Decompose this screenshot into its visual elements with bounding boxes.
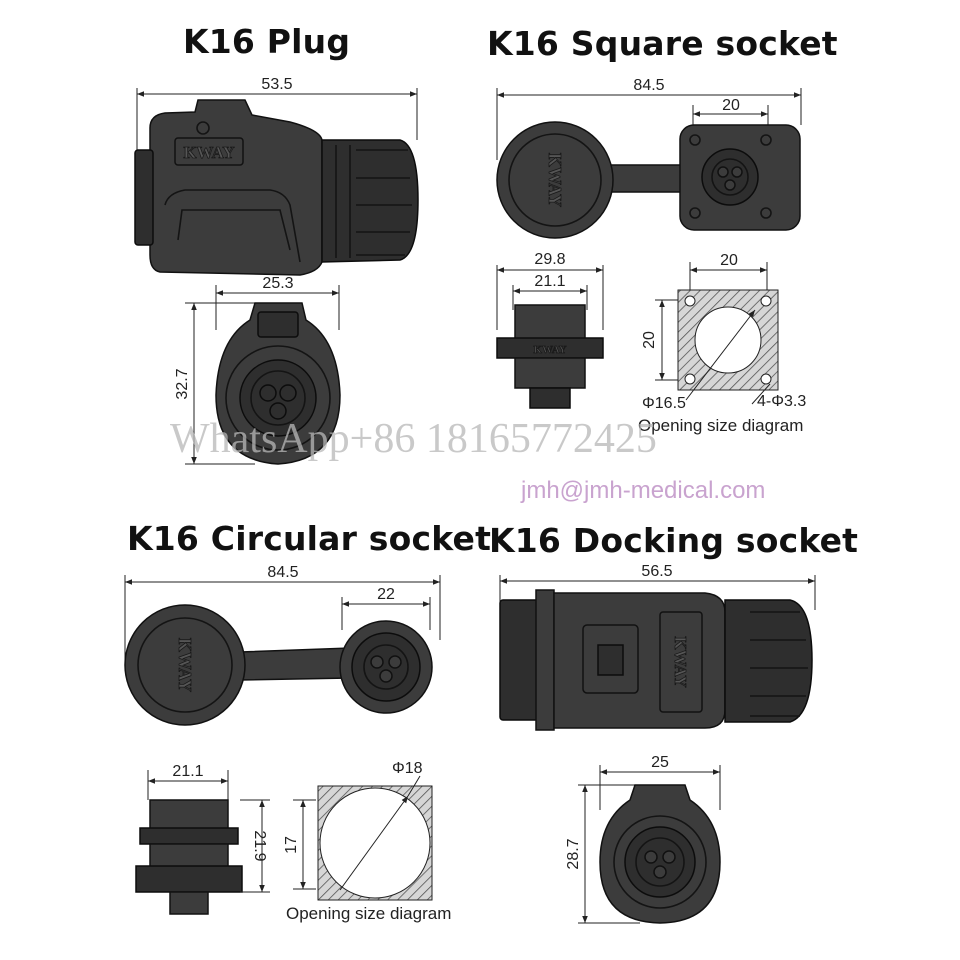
- square-side-width-dim: 29.8: [534, 251, 565, 268]
- circular-socket-side-view: 21.1 21.9: [135, 763, 270, 915]
- title-circular-socket: K16 Circular socket: [127, 519, 492, 558]
- docking-logo-text: KWAY: [671, 636, 690, 687]
- square-flange-dim: 20: [722, 97, 740, 114]
- email-text: jmh@jmh-medical.com: [520, 477, 765, 504]
- docking-height-dim: 28.7: [565, 838, 582, 869]
- square-side-logo: KWAY: [533, 344, 566, 356]
- circular-opening-caption: Opening size diagram: [286, 904, 451, 923]
- circular-flange-dim: 22: [377, 586, 395, 603]
- square-cap-logo: KWAY: [545, 153, 565, 207]
- square-length-dim: 84.5: [633, 77, 664, 94]
- square-side-inner-dim: 21.1: [534, 273, 565, 290]
- circular-opening-diagram: 17 Φ18 Opening size diagram: [283, 760, 451, 923]
- plug-logo-text: KWAY: [183, 143, 234, 162]
- square-hole-dia-dim: Φ16.5: [642, 395, 686, 412]
- plug-front-view: 25.3 32.7: [174, 275, 341, 465]
- plug-height-dim: 32.7: [174, 368, 191, 399]
- circular-hole-dia-dim: Φ18: [392, 760, 423, 777]
- square-opening-diagram: 20 20 Φ16.5 4-Φ3.3 Opening size diagram: [638, 252, 806, 435]
- title-plug: K16 Plug: [183, 22, 351, 61]
- circular-side-width-dim: 21.1: [172, 763, 203, 780]
- square-opening-caption: Opening size diagram: [638, 416, 803, 435]
- circular-cut-height-dim: 17: [283, 836, 300, 854]
- circular-socket-top-view: 84.5 22 KWAY: [124, 564, 441, 726]
- watermark-text: WhatsApp+86 18165772425: [170, 416, 657, 462]
- plug-side-view: 53.5 KWAY: [134, 76, 419, 276]
- docking-socket-side-view: 56.5 KWAY: [499, 563, 816, 731]
- plug-kway-logo: [174, 137, 244, 166]
- title-square-socket: K16 Square socket: [487, 24, 838, 63]
- docking-kway-logo: [659, 611, 703, 713]
- square-socket-top-view: 84.5 20 KWAY: [496, 77, 802, 239]
- docking-width-dim: 25: [651, 754, 669, 771]
- docking-socket-front-view: 25 28.7: [565, 754, 721, 924]
- circular-cap-logo: KWAY: [175, 638, 195, 692]
- docking-length-dim: 56.5: [641, 563, 672, 580]
- plug-width-dim: 25.3: [262, 275, 293, 292]
- square-mount-holes-dim: 4-Φ3.3: [757, 393, 806, 410]
- square-socket-side-view: 29.8 21.1 KWAY: [496, 251, 604, 409]
- title-docking-socket: K16 Docking socket: [489, 521, 859, 560]
- circular-length-dim: 84.5: [267, 564, 298, 581]
- square-cut-width-dim: 20: [720, 252, 738, 269]
- square-cut-height-dim: 20: [641, 331, 658, 349]
- circular-side-height-dim: 21.9: [251, 830, 268, 861]
- plug-length-dim: 53.5: [261, 76, 292, 93]
